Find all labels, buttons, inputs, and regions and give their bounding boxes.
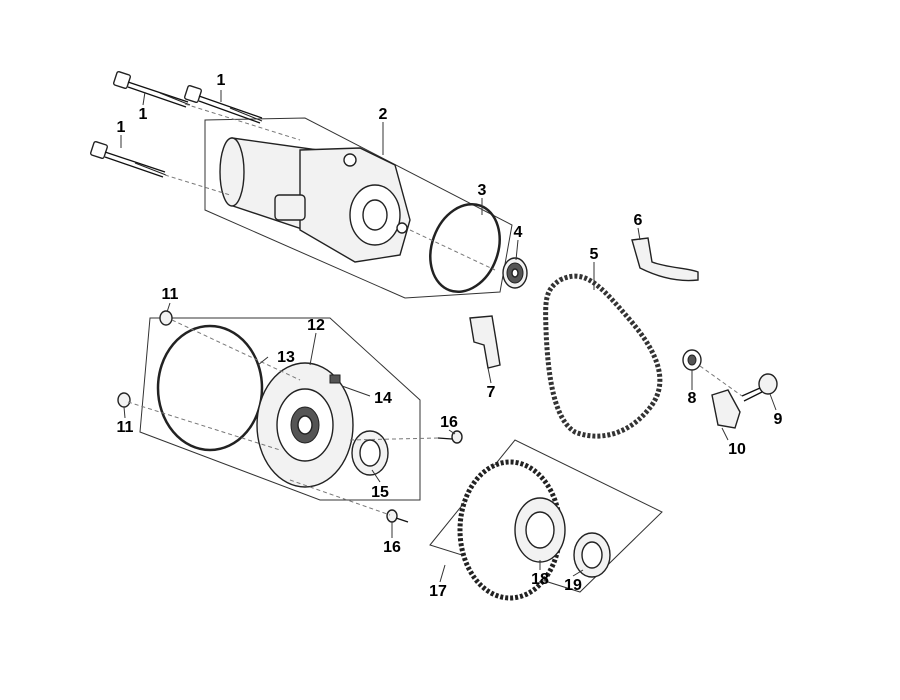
starter-motor xyxy=(219,137,411,263)
label-part-4: 4 xyxy=(514,224,523,241)
label-part-16-upper: 16 xyxy=(440,414,458,431)
cover-gasket xyxy=(156,324,264,452)
label-part-11-upper: 11 xyxy=(162,286,179,303)
label-part-9: 9 xyxy=(774,411,783,428)
label-part-5: 5 xyxy=(590,246,599,263)
cover-tab xyxy=(329,374,341,384)
bolt-middle xyxy=(183,84,263,124)
label-part-1-lower: 1 xyxy=(117,119,126,136)
label-part-7: 7 xyxy=(487,384,496,401)
drive-sprocket xyxy=(502,257,528,289)
label-part-1-upper: 1 xyxy=(139,106,148,123)
label-part-18: 18 xyxy=(531,571,549,588)
label-part-2: 2 xyxy=(379,106,388,123)
driven-gear xyxy=(457,459,566,601)
bolt-upper xyxy=(112,70,191,108)
starter-clutch-group-frame xyxy=(139,317,421,501)
needle-bearing xyxy=(573,532,611,578)
label-part-19: 19 xyxy=(564,577,582,594)
cover-screw-lower xyxy=(386,509,409,523)
label-part-12: 12 xyxy=(307,317,325,334)
starter-motor-group-frame xyxy=(204,117,513,299)
tensioner-bolt xyxy=(741,373,778,402)
label-part-15: 15 xyxy=(371,484,389,501)
drive-chain xyxy=(543,273,663,439)
label-part-8: 8 xyxy=(688,390,697,407)
label-part-3: 3 xyxy=(478,182,487,199)
label-part-6: 6 xyxy=(634,212,643,229)
washer xyxy=(682,349,702,371)
label-part-1-middle: 1 xyxy=(217,72,226,89)
dowel-pin-lower xyxy=(117,392,131,408)
label-part-17: 17 xyxy=(429,583,447,600)
label-part-13: 13 xyxy=(277,349,295,366)
label-part-14: 14 xyxy=(374,390,392,407)
dowel-pin-upper xyxy=(159,310,173,326)
tensioner-plate xyxy=(711,389,741,429)
o-ring xyxy=(429,202,501,294)
label-part-16-lower: 16 xyxy=(383,539,401,556)
label-part-10: 10 xyxy=(728,441,746,458)
bolt-lower xyxy=(89,140,167,178)
clutch-cover xyxy=(256,362,354,488)
chain-guide xyxy=(631,237,699,282)
label-part-11-lower: 11 xyxy=(117,419,134,436)
mounting-bracket xyxy=(469,315,501,369)
cover-screw-upper xyxy=(437,430,463,444)
oil-seal xyxy=(351,430,389,476)
